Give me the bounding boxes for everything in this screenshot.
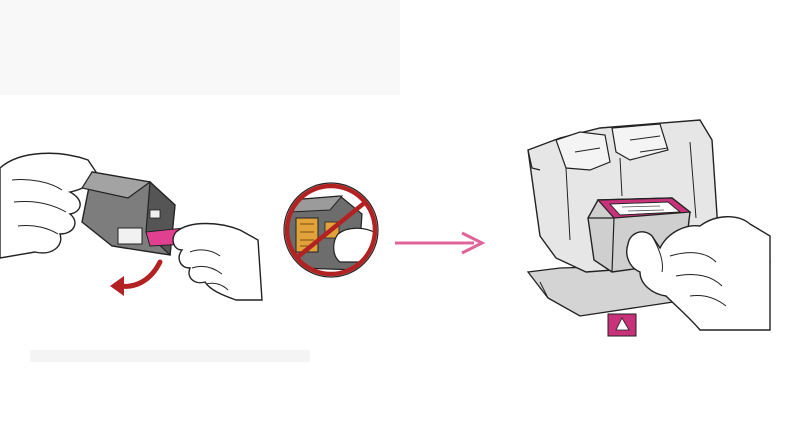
pull-direction-arrow-icon <box>110 259 163 296</box>
prohibition-icon <box>284 183 378 277</box>
right-arrow-icon <box>395 231 486 255</box>
step-insert-cartridge <box>526 119 771 337</box>
step-remove-tape <box>0 152 263 301</box>
step-do-not-touch <box>283 182 379 278</box>
right-hand-icon <box>172 222 263 301</box>
hand-icon <box>626 216 771 331</box>
faded-header-band <box>0 0 400 95</box>
slot-badge-icon <box>607 313 637 337</box>
left-hand-icon <box>0 152 99 259</box>
faded-caption-band <box>30 350 310 362</box>
